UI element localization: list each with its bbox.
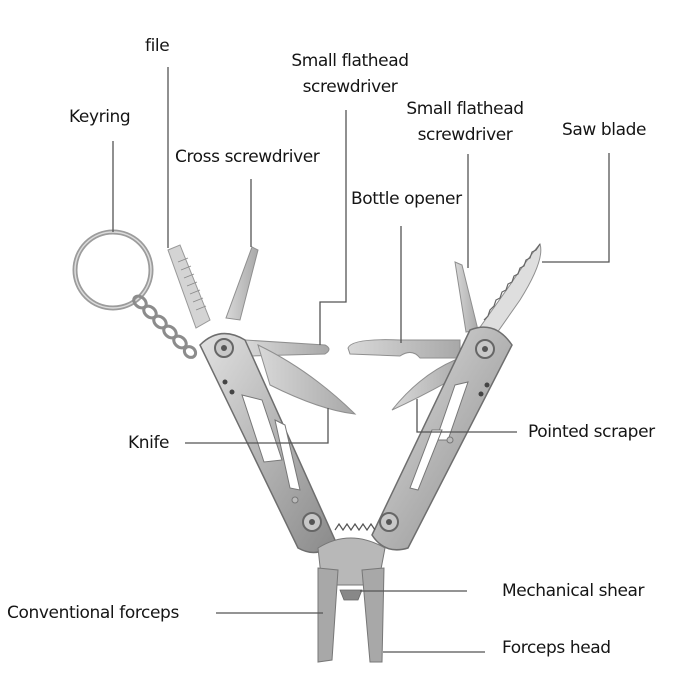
- saw-blade-icon: [477, 242, 542, 341]
- label-small-flathead-screwdriver-left: Small flathead screwdriver: [280, 48, 420, 100]
- label-small-flathead-left-line1: Small flathead: [291, 51, 409, 71]
- small-flathead-screwdriver-right-icon: [454, 261, 479, 333]
- label-small-flathead-right-line2: screwdriver: [417, 125, 513, 145]
- label-pointed-scraper: Pointed scraper: [528, 422, 655, 442]
- label-bottle-opener: Bottle opener: [351, 189, 462, 209]
- label-conventional-forceps: Conventional forceps: [7, 603, 179, 623]
- right-handle-icon: [371, 326, 513, 551]
- spring-icon: [334, 522, 376, 532]
- label-keyring: Keyring: [69, 107, 131, 127]
- label-cross-screwdriver: Cross screwdriver: [175, 147, 320, 167]
- small-flathead-screwdriver-left-icon: [244, 339, 330, 357]
- label-small-flathead-right-line1: Small flathead: [406, 99, 524, 119]
- label-saw-blade: Saw blade: [562, 120, 647, 140]
- bottle-opener-icon: [347, 339, 461, 359]
- label-forceps-head: Forceps head: [502, 638, 611, 658]
- leader-lines: [112, 67, 610, 653]
- label-small-flathead-left-line2: screwdriver: [302, 77, 398, 97]
- label-mechanical-shear: Mechanical shear: [502, 581, 645, 601]
- label-small-flathead-screwdriver-right: Small flathead screwdriver: [394, 96, 536, 148]
- file-tool-icon: [167, 244, 211, 329]
- plier-head-icon: [317, 537, 386, 663]
- label-knife: Knife: [128, 433, 170, 453]
- knife-blade-icon: [257, 344, 357, 415]
- label-file: file: [145, 36, 170, 56]
- cross-screwdriver-icon: [225, 246, 259, 321]
